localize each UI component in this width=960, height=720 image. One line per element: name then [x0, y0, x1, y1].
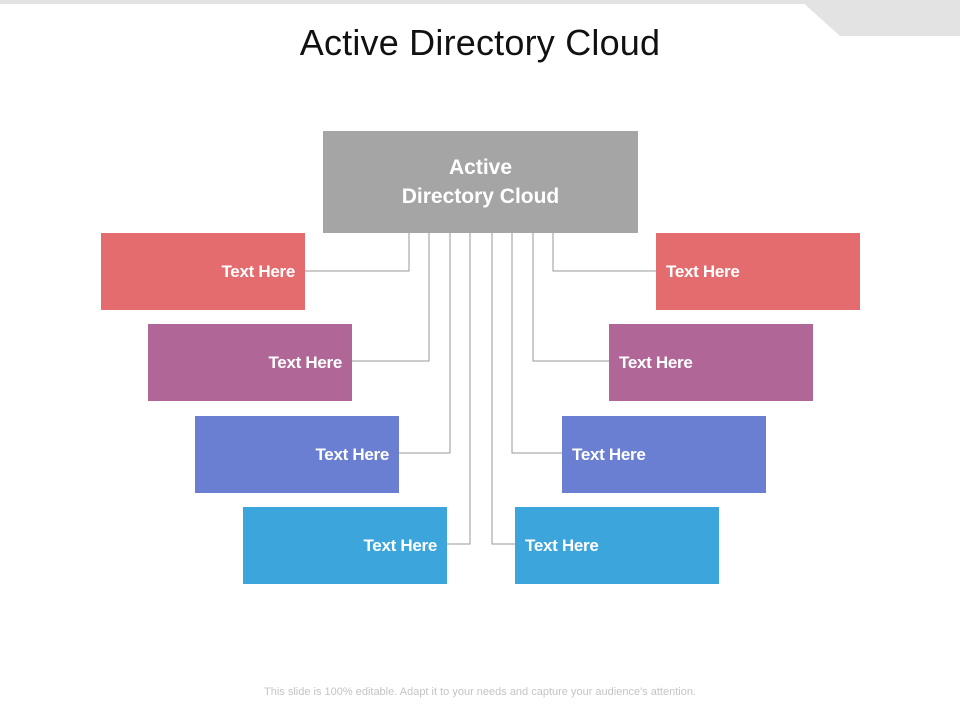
- left-node-4: Text Here: [243, 507, 447, 584]
- connector-right-3: [511, 233, 562, 454]
- right-node-4: Text Here: [515, 507, 719, 584]
- top-rule: [0, 0, 960, 4]
- left-node-1: Text Here: [101, 233, 305, 310]
- left-node-2: Text Here: [148, 324, 352, 401]
- root-node: Active Directory Cloud: [323, 131, 638, 233]
- corner-decoration: [800, 0, 960, 36]
- right-node-2: Text Here: [609, 324, 813, 401]
- right-node-1-label: Text Here: [666, 261, 740, 281]
- left-node-4-label: Text Here: [363, 535, 437, 555]
- connector-left-4: [446, 233, 471, 545]
- connector-right-2: [532, 233, 609, 362]
- right-node-1: Text Here: [656, 233, 860, 310]
- footer-note: This slide is 100% editable. Adapt it to…: [264, 686, 696, 698]
- connector-left-3: [399, 233, 451, 454]
- right-node-2-label: Text Here: [619, 352, 693, 372]
- right-node-4-label: Text Here: [525, 535, 599, 555]
- connector-right-4: [491, 233, 515, 545]
- slide-title: Active Directory Cloud: [299, 22, 661, 63]
- left-node-2-label: Text Here: [268, 352, 342, 372]
- left-node-3-label: Text Here: [315, 444, 389, 464]
- right-node-3: Text Here: [562, 416, 766, 493]
- left-node-1-label: Text Here: [221, 261, 295, 281]
- left-node-3: Text Here: [195, 416, 399, 493]
- connector-left-1: [305, 233, 410, 272]
- connector-left-2: [352, 233, 430, 362]
- connector-right-1: [552, 233, 656, 272]
- right-node-3-label: Text Here: [572, 444, 646, 464]
- root-node-label: Active Directory Cloud: [401, 156, 560, 208]
